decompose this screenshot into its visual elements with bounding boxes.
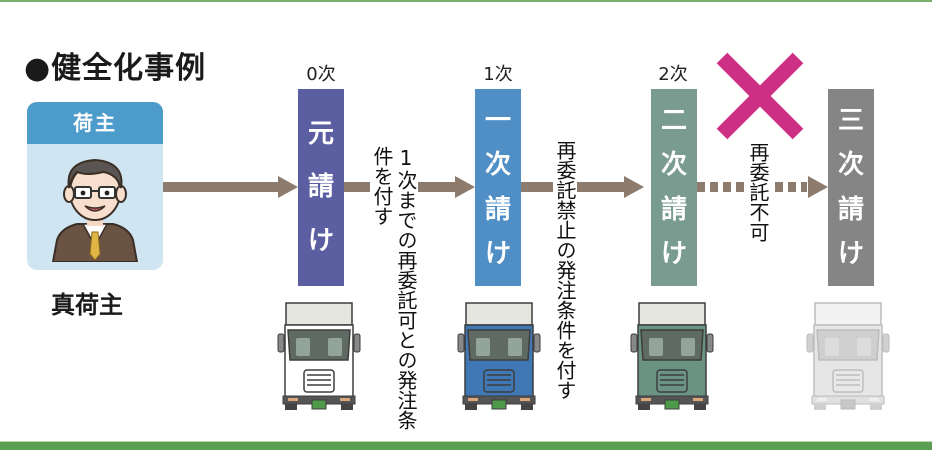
tier-char: 次	[837, 150, 864, 181]
businessman-icon	[51, 158, 139, 262]
condition-text-second: 再委託不可	[746, 142, 770, 242]
tier-char: 三	[837, 106, 864, 137]
condition-text-first: 再委託禁止の発注条件を付す	[553, 140, 577, 400]
section-title: ●健全化事例	[24, 51, 207, 86]
truck-icon-first	[457, 302, 541, 410]
truck-icon-prime	[277, 302, 361, 410]
tier-char: 次	[660, 150, 687, 181]
bottom-rule	[0, 441, 932, 450]
tier-char: 請	[484, 194, 511, 225]
shipper-card: 荷主	[27, 102, 163, 270]
tier-box-third-subcontractor: 三 次 請 け	[828, 89, 874, 286]
tier-char: 二	[660, 106, 687, 137]
tier-char: 請	[837, 194, 864, 225]
condition-line: 再委託禁止の	[553, 140, 577, 260]
tier-level-label: 1次	[483, 64, 513, 85]
tier-char: け	[837, 238, 864, 269]
tier-char: け	[484, 238, 511, 269]
shipper-name: 真荷主	[51, 291, 123, 319]
shipper-card-header: 荷主	[27, 102, 163, 144]
arrowhead-icon	[624, 176, 644, 198]
tier-box-prime-contractor: 元 請 け	[298, 89, 344, 286]
top-rule	[0, 0, 932, 2]
truck-icon-third	[806, 302, 890, 410]
tier-char: 一	[484, 106, 511, 137]
tier-char: 請	[307, 172, 334, 203]
tier-char: け	[307, 226, 334, 257]
tier-level-label: 2次	[658, 64, 688, 85]
flow-arrow-shipper-to-prime	[163, 182, 279, 192]
condition-text-prime: 1次までの再委託可との発注条件を付す	[370, 146, 418, 449]
condition-line: 再委託不可	[746, 142, 770, 242]
truck-icon-second	[630, 302, 714, 410]
prohibited-cross-icon	[716, 52, 804, 140]
tier-char: 請	[660, 194, 687, 225]
condition-line: 発注条件を付す	[553, 260, 577, 400]
arrowhead-icon	[278, 176, 298, 198]
condition-line: 1次までの再委託可	[394, 146, 418, 330]
tier-char: 次	[484, 150, 511, 181]
tier-box-first-subcontractor: 一 次 請 け	[475, 89, 521, 286]
tier-char: け	[660, 238, 687, 269]
arrowhead-icon	[808, 176, 828, 198]
tier-char: 元	[307, 118, 334, 149]
tier-box-second-subcontractor: 二 次 請 け	[651, 89, 697, 286]
arrowhead-icon	[455, 176, 475, 198]
tier-level-label: 0次	[306, 64, 336, 85]
